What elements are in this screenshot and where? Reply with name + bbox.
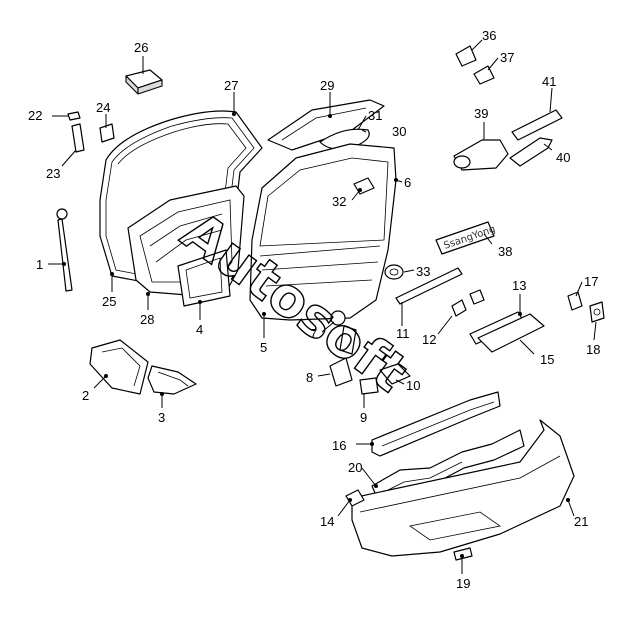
label-40: 40 bbox=[556, 150, 570, 165]
part-37-clip bbox=[473, 65, 495, 85]
part-14-bracket bbox=[345, 489, 365, 507]
label-39: 39 bbox=[474, 106, 488, 121]
leader-lines bbox=[48, 39, 597, 574]
label-9: 9 bbox=[360, 410, 367, 425]
label-26: 26 bbox=[134, 40, 148, 55]
part-24-clip bbox=[99, 123, 115, 143]
label-30: 30 bbox=[392, 124, 406, 139]
part-1-gas-strut bbox=[56, 208, 73, 292]
part-41-wiper-blade bbox=[511, 109, 563, 141]
label-25: 25 bbox=[102, 294, 116, 309]
label-22: 22 bbox=[28, 108, 42, 123]
part-15-plate-pad bbox=[477, 313, 545, 353]
part-8-bracket bbox=[329, 357, 353, 387]
label-4: 4 bbox=[196, 322, 203, 337]
part-4-trim-panel bbox=[177, 249, 231, 307]
label-38: 38 bbox=[498, 244, 512, 259]
label-5: 5 bbox=[260, 340, 267, 355]
label-37: 37 bbox=[500, 50, 514, 65]
label-13: 13 bbox=[512, 278, 526, 293]
label-23: 23 bbox=[46, 166, 60, 181]
part-3-rear-lamp bbox=[147, 365, 197, 395]
label-15: 15 bbox=[540, 352, 554, 367]
part-16-reinforcement bbox=[371, 391, 501, 457]
label-27: 27 bbox=[224, 78, 238, 93]
label-11: 11 bbox=[396, 326, 410, 341]
label-3: 3 bbox=[158, 410, 165, 425]
part-22-screw bbox=[67, 111, 81, 121]
label-36: 36 bbox=[482, 28, 496, 43]
label-18: 18 bbox=[586, 342, 600, 357]
part-21-bumper-cover bbox=[351, 419, 575, 557]
label-1: 1 bbox=[36, 257, 43, 272]
part-2-rear-lamp bbox=[89, 339, 149, 395]
label-10: 10 bbox=[406, 378, 420, 393]
part-33-grommet bbox=[384, 264, 404, 280]
label-31: 31 bbox=[368, 108, 382, 123]
part-11-garnish bbox=[395, 267, 463, 305]
label-8: 8 bbox=[306, 370, 313, 385]
part-29-spoiler bbox=[267, 99, 385, 151]
label-24: 24 bbox=[96, 100, 110, 115]
label-6: 6 bbox=[404, 175, 411, 190]
label-2: 2 bbox=[82, 388, 89, 403]
part-7-lock-cylinder bbox=[330, 310, 357, 355]
part-number-labels: 1 2 3 4 5 6 7 8 9 10 11 12 13 14 15 16 1… bbox=[28, 28, 600, 591]
part-40-wiper-arm bbox=[509, 137, 553, 167]
label-7: 7 bbox=[310, 326, 317, 341]
label-21: 21 bbox=[574, 514, 588, 529]
label-16: 16 bbox=[332, 438, 346, 453]
part-17-reflector bbox=[567, 291, 583, 311]
part-9-striker bbox=[359, 377, 379, 395]
label-14: 14 bbox=[320, 514, 334, 529]
label-28: 28 bbox=[140, 312, 154, 327]
label-17: 17 bbox=[584, 274, 598, 289]
part-26-pad bbox=[125, 56, 163, 95]
label-41: 41 bbox=[542, 74, 556, 89]
label-19: 19 bbox=[456, 576, 470, 591]
label-33: 33 bbox=[416, 264, 430, 279]
label-29: 29 bbox=[320, 78, 334, 93]
part-12-clips bbox=[451, 289, 485, 317]
part-39-wiper-motor bbox=[453, 139, 509, 171]
part-19-bolt bbox=[453, 547, 473, 561]
label-20: 20 bbox=[348, 460, 362, 475]
leader-dots bbox=[62, 112, 570, 558]
part-18-reflector bbox=[589, 301, 605, 323]
part-23-bracket bbox=[71, 123, 85, 153]
label-12: 12 bbox=[422, 332, 436, 347]
part-36-clip bbox=[455, 45, 477, 67]
label-32: 32 bbox=[332, 194, 346, 209]
part-10-handle bbox=[379, 363, 411, 385]
part-38-emblem-plate: SsangYong bbox=[435, 221, 497, 255]
